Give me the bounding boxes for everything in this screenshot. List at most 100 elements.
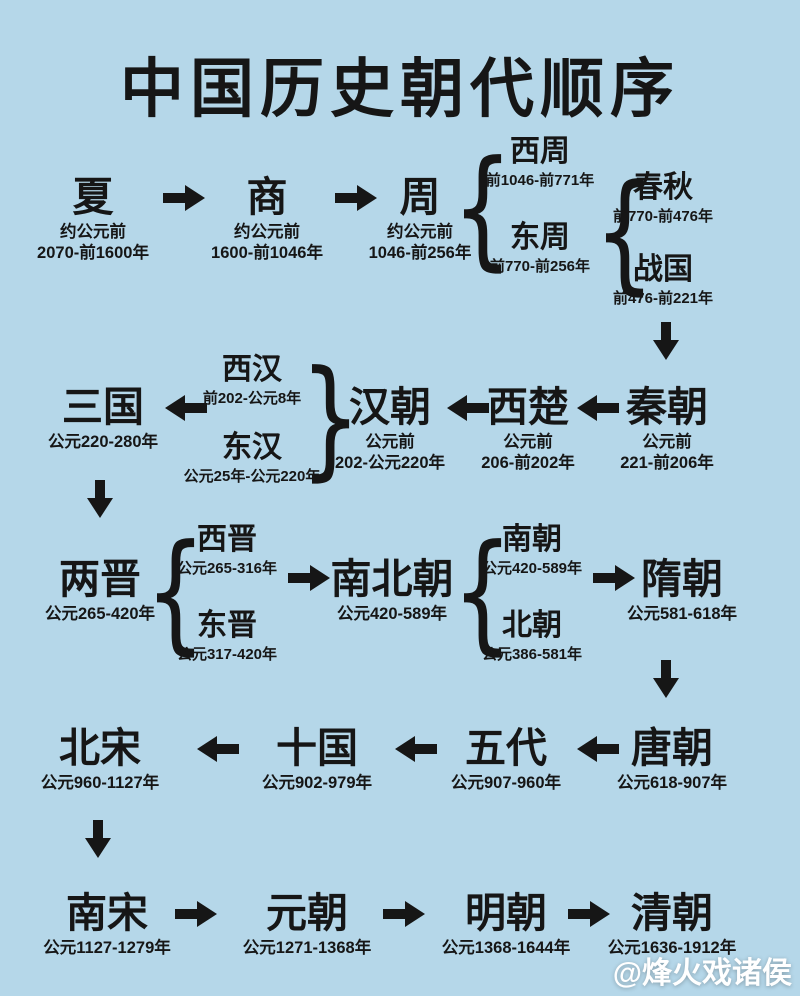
dynasty-period: 206-前202年 [481,454,575,473]
dynasty-period: 前202-公元8年 [202,389,302,407]
arrow-down-icon [653,322,679,360]
dynasty-name: 夏 [72,174,114,220]
brace-icon: } [300,342,362,494]
dynasty-period: 1046-前256年 [368,244,472,263]
dynasty-period: 公元960-1127年 [40,774,160,793]
dynasty-name: 北宋 [58,725,141,771]
node-zhanguo: 战国 前476-前221年 [613,254,713,308]
node-xichu: 西楚 公元前 206-前202年 [481,384,575,475]
arrow-left-icon [577,395,619,421]
arrow-left-icon [197,736,239,762]
dynasty-period: 前770-前256年 [489,257,591,275]
dynasty-period: 公元386-581年 [481,645,583,663]
node-tang: 唐朝 公元618-907年 [617,725,727,794]
arrow-down-icon [653,660,679,698]
node-qing: 清朝 公元1636-1912年 [607,890,737,959]
dynasty-name: 南北朝 [330,556,454,602]
dynasty-period: 202-公元220年 [334,454,446,473]
brace-icon: { [452,516,514,668]
dynasty-period: 公元1636-1912年 [607,939,737,958]
node-chunqiu: 春秋 前770-前476年 [613,172,713,226]
dynasty-name: 元朝 [265,890,348,936]
dynasty-period: 公元1271-1368年 [242,939,372,958]
node-xia: 夏 约公元前 2070-前1600年 [37,174,149,265]
dynasty-period: 公元420-589年 [481,559,583,577]
dynasty-period: 公元220-280年 [47,433,159,452]
node-dongjin: 东晋 公元317-420年 [177,610,277,664]
node-xihan: 西汉 前202-公元8年 [203,354,301,408]
node-qin: 秦朝 公元前 221-前206年 [620,384,714,475]
node-donghan: 东汉 公元25年-公元220年 [184,432,321,486]
dynasty-period: 公元420-589年 [336,605,448,624]
brace-icon: { [452,132,514,284]
dynasty-name: 五代 [465,725,547,771]
node-shiguo: 十国 公元902-979年 [261,725,373,794]
dynasty-name: 西楚 [487,384,569,430]
dynasty-name: 秦朝 [626,384,708,430]
dynasty-period: 公元前 [503,433,553,452]
node-sanguo: 三国 公元220-280年 [47,384,159,453]
arrow-right-icon [383,901,425,927]
dynasty-name: 隋朝 [641,556,723,602]
dynasty-period: 前476-前221年 [612,289,714,307]
dynasty-name: 南宋 [66,890,148,936]
dynasty-name: 北朝 [502,609,562,642]
page-title: 中国历史朝代顺序 [120,53,680,125]
arrow-left-icon [447,395,489,421]
node-wudai: 五代 公元907-960年 [450,725,562,794]
dynasty-period: 公元25年-公元220年 [183,467,321,485]
node-xizhou: 西周 前1046-前771年 [486,136,594,190]
watermark-text: @烽火戏诸侯 [612,957,792,990]
dynasty-period: 公元前 [365,433,415,452]
dynasty-name: 商 [246,174,288,220]
arrow-right-icon [175,901,217,927]
arrow-left-icon [395,736,437,762]
dynasty-period: 公元前 [642,433,692,452]
dynasty-name: 东汉 [222,431,282,464]
dynasty-period: 前1046-前771年 [485,171,595,189]
arrow-down-icon [85,820,111,858]
arrow-right-icon [163,185,205,211]
node-beichao: 北朝 公元386-581年 [482,610,582,664]
node-nanchao: 南朝 公元420-589年 [482,524,582,578]
node-sui: 隋朝 公元581-618年 [626,556,738,625]
node-nanbeichao: 南北朝 公元420-589年 [330,556,454,625]
arrow-right-icon [568,901,610,927]
dynasty-name: 汉朝 [349,384,431,430]
arrow-right-icon [593,565,635,591]
dynasty-period: 2070-前1600年 [37,244,149,263]
node-xijin: 西晋 公元265-316年 [177,524,277,578]
dynasty-name: 西晋 [197,523,257,556]
arrow-down-icon [87,480,113,518]
dynasty-name: 十国 [276,725,358,771]
dynasty-period: 公元317-420年 [176,645,278,663]
dynasty-period: 约公元前 [386,223,453,242]
dynasty-period: 公元1368-1644年 [441,939,571,958]
node-liangjin: 两晋 公元265-420年 [44,557,156,625]
brace-icon: { [145,516,207,668]
dynasty-period: 公元1127-1279年 [43,939,171,958]
dynasty-name: 战国 [633,253,693,286]
brace-icon: { [594,156,656,308]
node-yuan: 元朝 公元1271-1368年 [242,890,372,959]
arrow-left-icon [577,736,619,762]
dynasty-period: 公元265-420年 [44,605,156,624]
dynasty-period: 公元907-960年 [450,774,562,793]
dynasty-name: 清朝 [630,890,713,936]
dynasty-period: 公元581-618年 [626,605,738,624]
dynasty-name: 明朝 [464,890,547,936]
dynasty-period: 约公元前 [233,223,300,242]
dynasty-name: 三国 [62,384,144,430]
dynasty-period: 221-前206年 [620,454,714,473]
dynasty-name: 周 [399,174,441,220]
dynasty-period: 1600-前1046年 [211,244,323,263]
dynasty-name: 东周 [510,221,570,254]
node-beisong: 北宋 公元960-1127年 [40,725,160,794]
dynasty-period: 前770-前476年 [612,207,714,225]
dynasty-period: 公元902-979年 [261,774,373,793]
dynasty-name: 唐朝 [631,725,713,771]
arrow-right-icon [335,185,377,211]
dynasty-period: 约公元前 [59,223,126,242]
arrow-right-icon [288,565,330,591]
